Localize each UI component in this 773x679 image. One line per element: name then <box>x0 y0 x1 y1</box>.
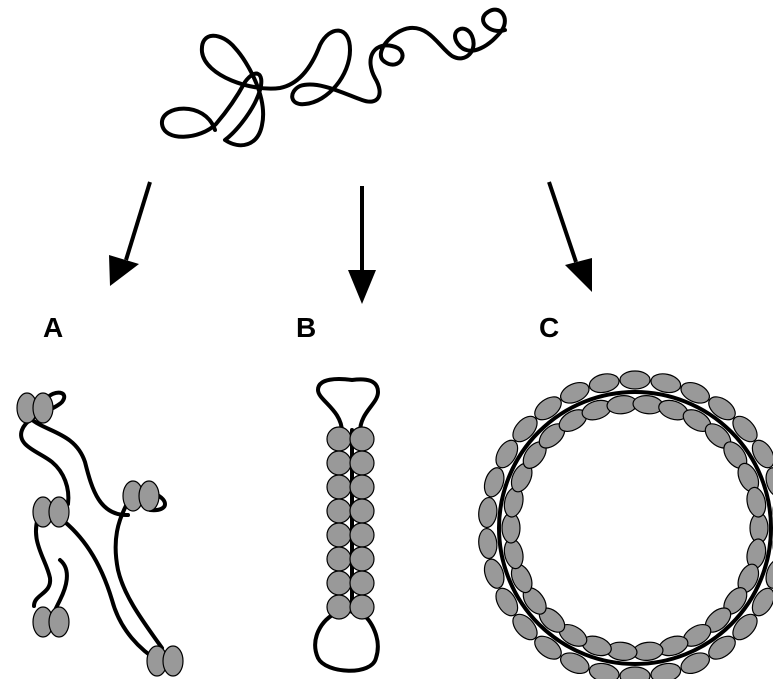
ring-bead <box>477 497 498 529</box>
ring-bead <box>620 371 650 389</box>
unfolded-chain <box>162 10 505 146</box>
arrow-to-b <box>348 186 376 304</box>
structure-a <box>17 393 183 676</box>
structure-b <box>315 379 378 671</box>
structure-a-strand-3 <box>60 518 160 662</box>
panel-label-b: B <box>296 312 316 343</box>
unfolded-chain-strand <box>162 10 505 146</box>
arrow-to-c <box>549 182 592 292</box>
arrow-to-a <box>109 182 150 286</box>
structure-c-ring <box>499 392 771 664</box>
structure-b-bottom-loop <box>315 612 378 671</box>
structure-b-top-loop <box>318 379 378 432</box>
structure-c <box>477 371 773 679</box>
ring-bead <box>477 528 498 560</box>
structure-c-beads <box>477 371 773 679</box>
structure-a-beads <box>17 393 183 676</box>
ring-bead <box>620 667 650 679</box>
panel-label-a: A <box>43 312 63 343</box>
panel-label-c: C <box>539 312 559 343</box>
